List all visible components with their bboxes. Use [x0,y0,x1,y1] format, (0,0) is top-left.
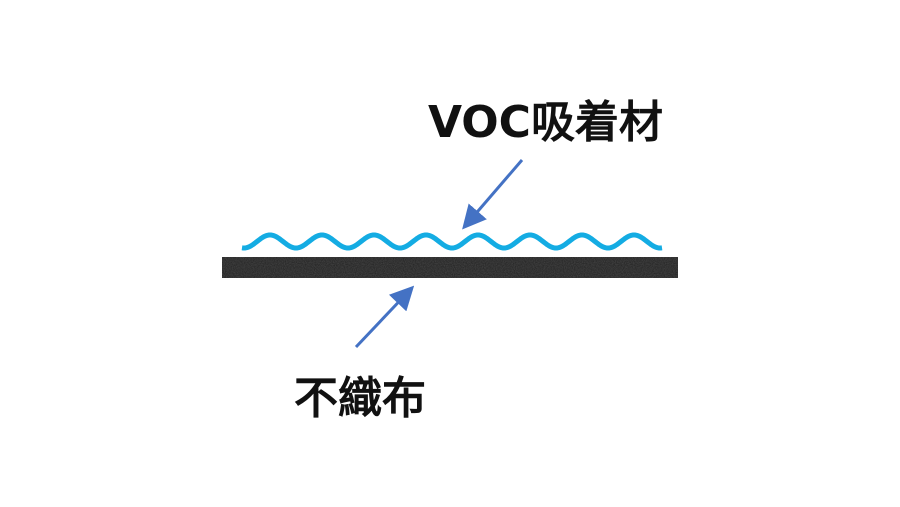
voc-adsorbent-label: VOC吸着材 [428,97,663,148]
voc-adsorbent-wave [241,232,663,251]
nonwoven-fabric-label: 不織布 [294,373,426,424]
nonwoven-fabric-layer [222,257,678,278]
arrow-to-adsorbent [462,159,524,230]
arrow-to-nonwoven [354,285,415,349]
